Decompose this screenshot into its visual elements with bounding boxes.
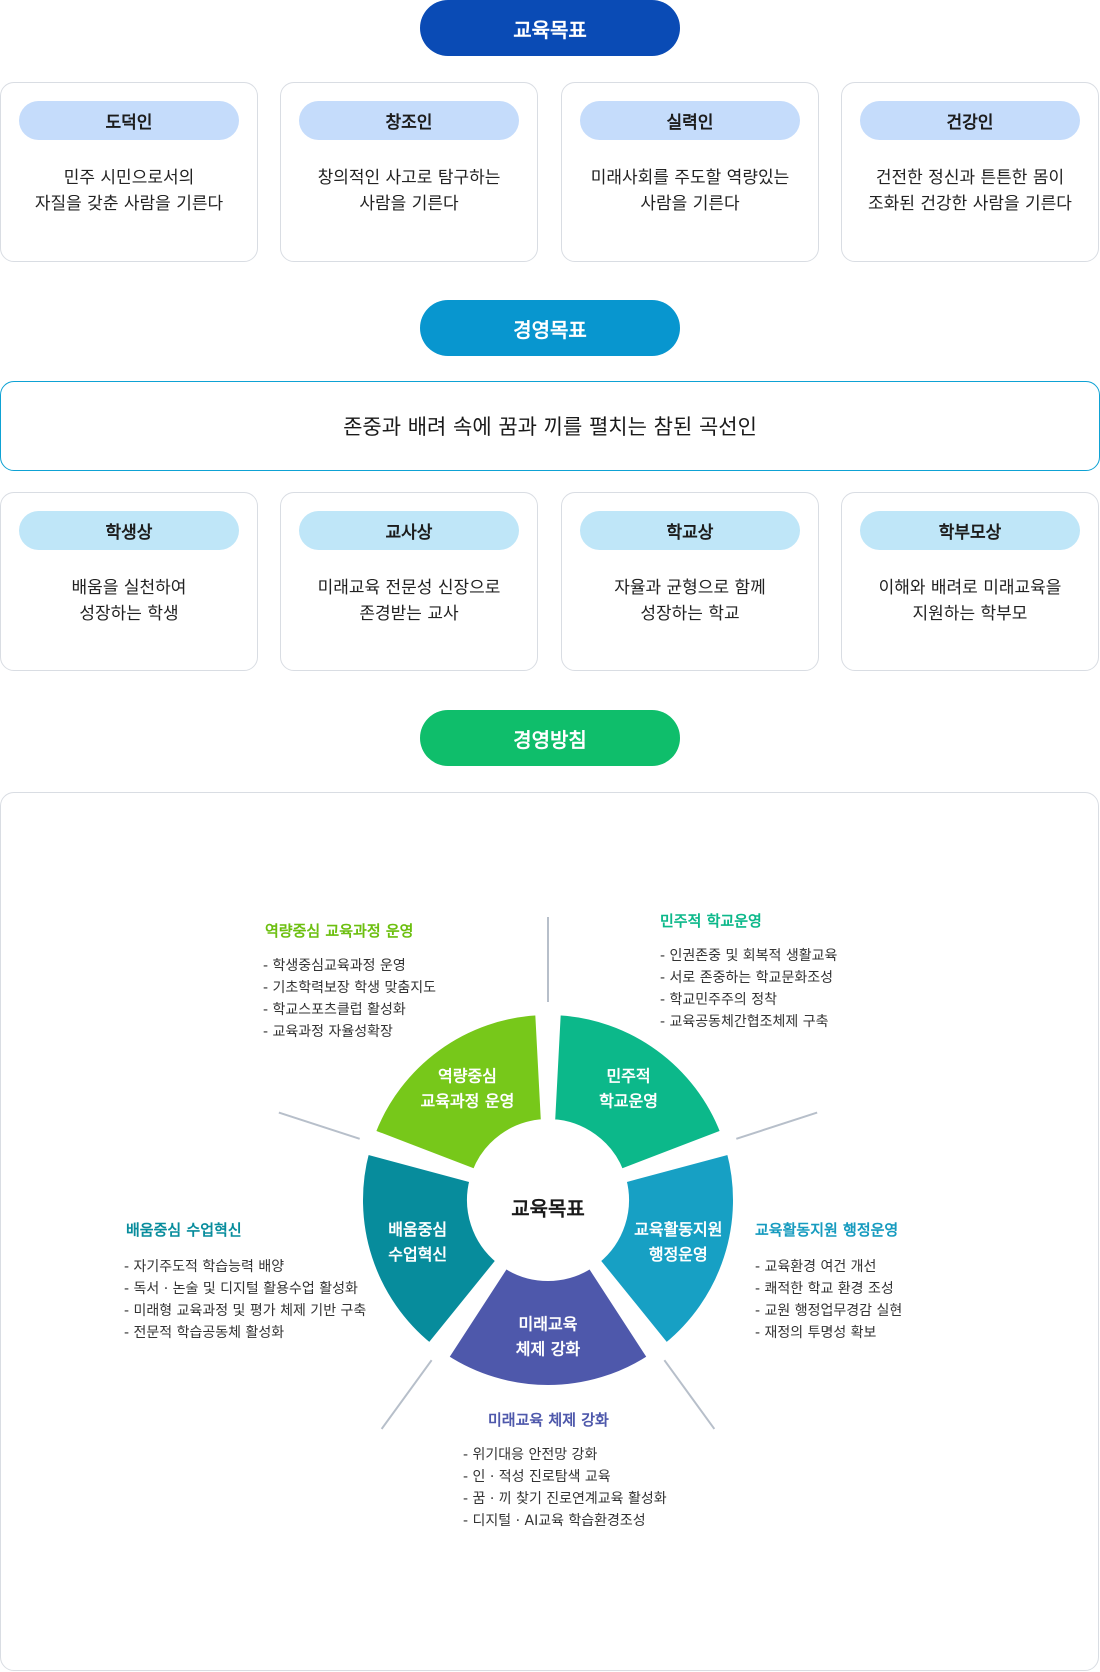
education-goal-header: 교육목표: [420, 0, 680, 56]
vision-card-student: 학생상 배움을 실천하여 성장하는 학생: [0, 492, 258, 671]
goal-card-desc: 미래사회를 주도할 역량있는 사람을 기른다: [590, 168, 790, 214]
segment-label-democratic: 학교운영: [599, 1092, 658, 1111]
connector-line-3: [380, 1359, 433, 1430]
goal-card-healthy: 건강인 건전한 정신과 튼튼한 몸이 조화된 건강한 사람을 기른다: [841, 82, 1099, 262]
segment-admin: [594, 1148, 739, 1350]
segment-label-future: 체제 강화: [516, 1340, 581, 1359]
goal-card-desc: 창의적인 사고로 탐구하는 사람을 기른다: [317, 168, 501, 214]
detail-title-democratic: 민주적 학교운영: [660, 912, 762, 930]
goal-card-creative: 창조인 창의적인 사고로 탐구하는 사람을 기른다: [280, 82, 538, 262]
vision-card-teacher: 교사상 미래교육 전문성 신장으로 존경받는 교사: [280, 492, 538, 671]
goal-card-desc: 민주 시민으로서의 자질을 갖춘 사람을 기른다: [34, 168, 224, 214]
detail-list-learning: - 자기주도적 학습능력 배양 - 독서 · 논술 및 디지털 활용수업 활성화…: [124, 1259, 367, 1341]
wheel-segments: [357, 1009, 739, 1391]
detail-title-learning: 배움중심 수업혁신: [126, 1221, 242, 1239]
connector-line-1: [736, 1111, 818, 1140]
vision-card-school: 학교상 자율과 균형으로 함께 성장하는 학교: [561, 492, 819, 671]
segment-label-competency: 역량중심: [438, 1067, 497, 1086]
vision-card-desc: 배움을 실천하여 성장하는 학생: [71, 578, 187, 624]
segment-democratic: [549, 1009, 727, 1176]
segment-learning: [357, 1148, 502, 1350]
goal-card-tag: 도덕인: [19, 101, 239, 140]
segment-label-future: 미래교육: [519, 1315, 578, 1334]
vision-card-desc: 이해와 배려로 미래교육을 지원하는 학부모: [878, 578, 1062, 624]
goal-card-tag: 실력인: [580, 101, 800, 140]
segment-label-admin: 교육활동지원: [634, 1220, 722, 1239]
detail-list-admin: - 교육환경 여건 개선 - 쾌적한 학교 환경 조성 - 교원 행정업무경감 …: [755, 1259, 903, 1341]
connector-line-4: [278, 1111, 360, 1140]
goal-card-competent: 실력인 미래사회를 주도할 역량있는 사람을 기른다: [561, 82, 819, 262]
connector-lines: [278, 917, 818, 1430]
segment-label-learning: 배움중심: [388, 1220, 447, 1239]
detail-title-future: 미래교육 체제 강화: [488, 1411, 609, 1429]
vision-card-tag: 학교상: [580, 511, 800, 550]
segment-label-admin: 행정운영: [649, 1245, 708, 1264]
wheel-center-label: 교육목표: [511, 1197, 585, 1221]
goal-card-tag: 창조인: [299, 101, 519, 140]
vision-card-tag: 교사상: [299, 511, 519, 550]
vision-card-tag: 학생상: [19, 511, 239, 550]
segment-future: [442, 1262, 654, 1391]
management-goal-banner: 존중과 배려 속에 꿈과 끼를 펼치는 참된 곡선인: [0, 381, 1100, 471]
vision-card-desc: 미래교육 전문성 신장으로 존경받는 교사: [317, 578, 501, 624]
goal-card-moral: 도덕인 민주 시민으로서의 자질을 갖춘 사람을 기른다: [0, 82, 258, 262]
detail-title-admin: 교육활동지원 행정운영: [755, 1221, 899, 1239]
vision-card-tag: 학부모상: [860, 511, 1080, 550]
vision-card-desc: 자율과 균형으로 함께 성장하는 학교: [614, 578, 766, 624]
goal-card-tag: 건강인: [860, 101, 1080, 140]
management-goal-header: 경영목표: [420, 300, 680, 356]
detail-list-future: - 위기대응 안전망 강화 - 인 · 적성 진로탐색 교육 - 꿈 · 끼 찾…: [463, 1447, 667, 1529]
segment-label-democratic: 민주적: [606, 1067, 650, 1086]
detail-list-democratic: - 인권존중 및 회복적 생활교육 - 서로 존중하는 학교문화조성 - 학교민…: [660, 948, 838, 1030]
vision-card-parent: 학부모상 이해와 배려로 미래교육을 지원하는 학부모: [841, 492, 1099, 671]
management-policy-panel: [0, 792, 1099, 1671]
segment-competency: [369, 1009, 547, 1176]
segment-label-competency: 교육과정 운영: [421, 1092, 515, 1111]
detail-title-competency: 역량중심 교육과정 운영: [265, 922, 414, 940]
management-policy-header: 경영방침: [420, 710, 680, 766]
connector-line-2: [663, 1359, 716, 1430]
goal-card-desc: 건전한 정신과 튼튼한 몸이 조화된 건강한 사람을 기른다: [868, 168, 1072, 214]
detail-list-competency: - 학생중심교육과정 운영 - 기초학력보장 학생 맞춤지도 - 학교스포츠클럽…: [263, 958, 436, 1040]
segment-label-learning: 수업혁신: [388, 1245, 447, 1264]
